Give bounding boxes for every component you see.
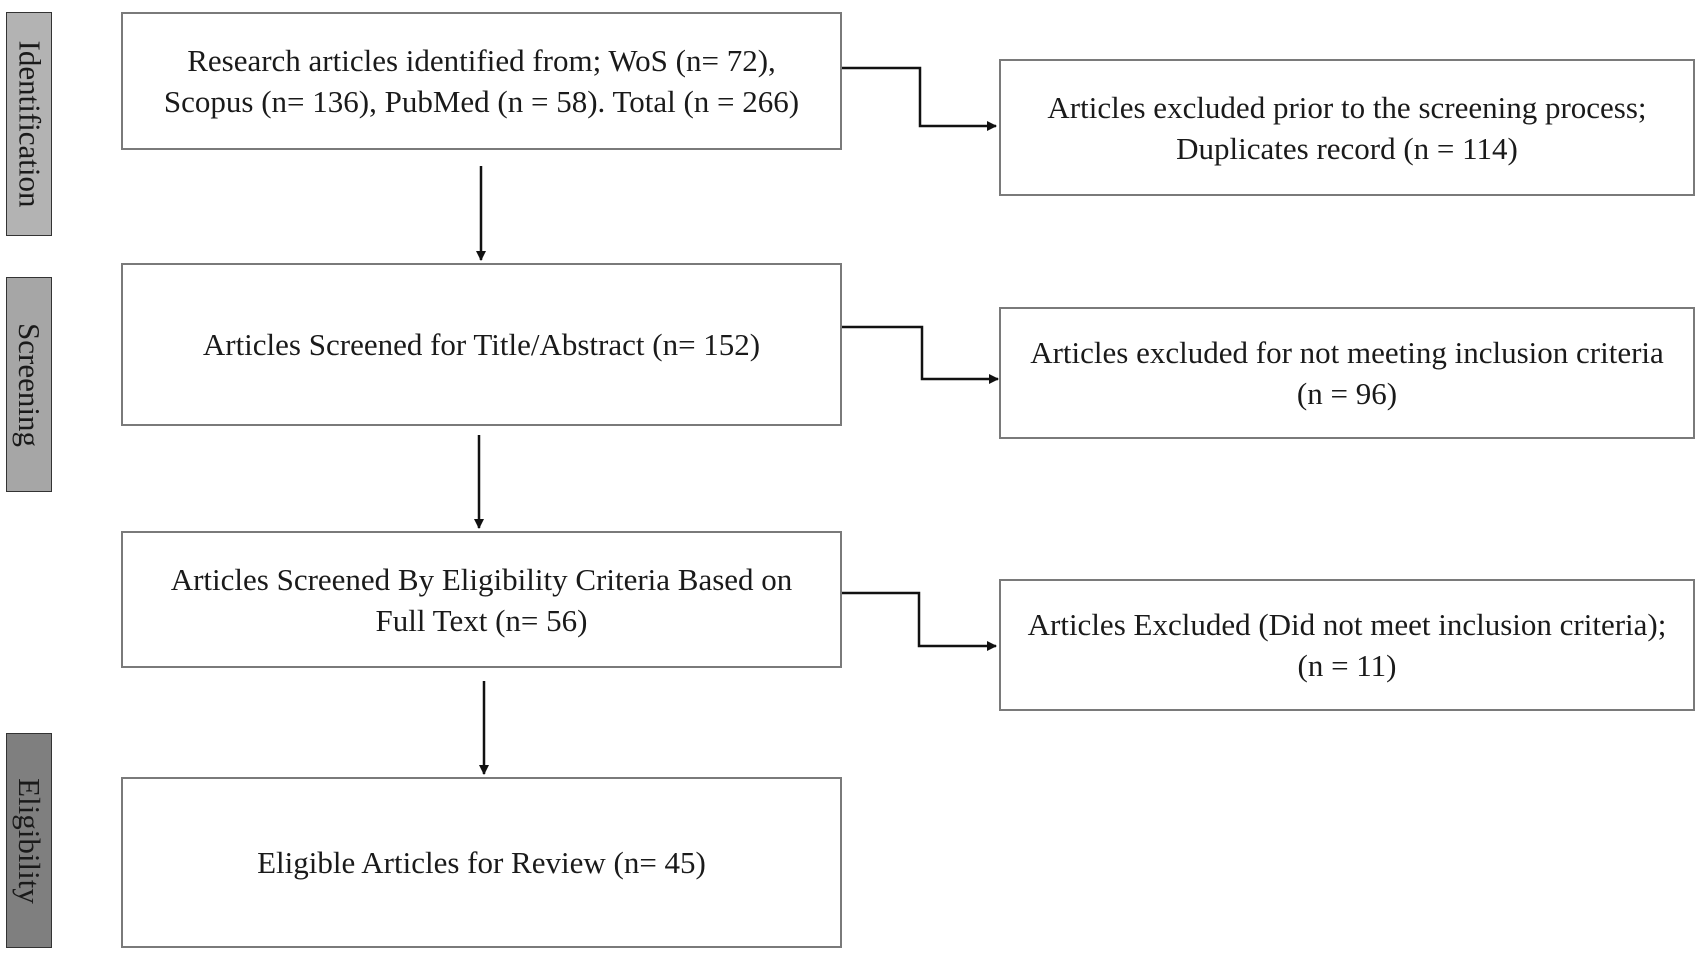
box-title-abstract-screening: Articles Screened for Title/Abstract (n=… <box>121 263 842 426</box>
box-excluded-duplicates: Articles excluded prior to the screening… <box>999 59 1695 196</box>
box-excluded-inclusion-criteria-text: Articles excluded for not meeting inclus… <box>1030 335 1664 411</box>
box-full-text-screening: Articles Screened By Eligibility Criteri… <box>121 531 842 668</box>
box-eligible-articles-text: Eligible Articles for Review (n= 45) <box>257 845 706 880</box>
arrow-fulltext-to-excluded-fulltext <box>842 591 997 651</box>
box-records-identified-text: Research articles identified from; WoS (… <box>163 43 800 119</box>
box-eligible-articles: Eligible Articles for Review (n= 45) <box>121 777 842 948</box>
box-excluded-full-text-text: Articles Excluded (Did not meet inclusio… <box>1027 607 1667 683</box>
box-excluded-inclusion-criteria: Articles excluded for not meeting inclus… <box>999 307 1695 439</box>
box-excluded-full-text: Articles Excluded (Did not meet inclusio… <box>999 579 1695 711</box>
box-excluded-duplicates-text: Articles excluded prior to the screening… <box>1047 89 1647 166</box>
arrow-screened-to-excluded-inclusion <box>842 325 999 384</box>
box-records-identified: Research articles identified from; WoS (… <box>121 12 842 150</box>
box-full-text-screening-text: Articles Screened By Eligibility Criteri… <box>170 561 793 638</box>
stage-tab-screening: Screening <box>6 277 52 492</box>
box-title-abstract-screening-text: Articles Screened for Title/Abstract (n=… <box>202 327 761 362</box>
arrow-identified-to-excluded-duplicates <box>842 66 997 131</box>
stage-tab-identification: Identification <box>6 12 52 236</box>
stage-tab-eligibility: Eligibility <box>6 733 52 948</box>
